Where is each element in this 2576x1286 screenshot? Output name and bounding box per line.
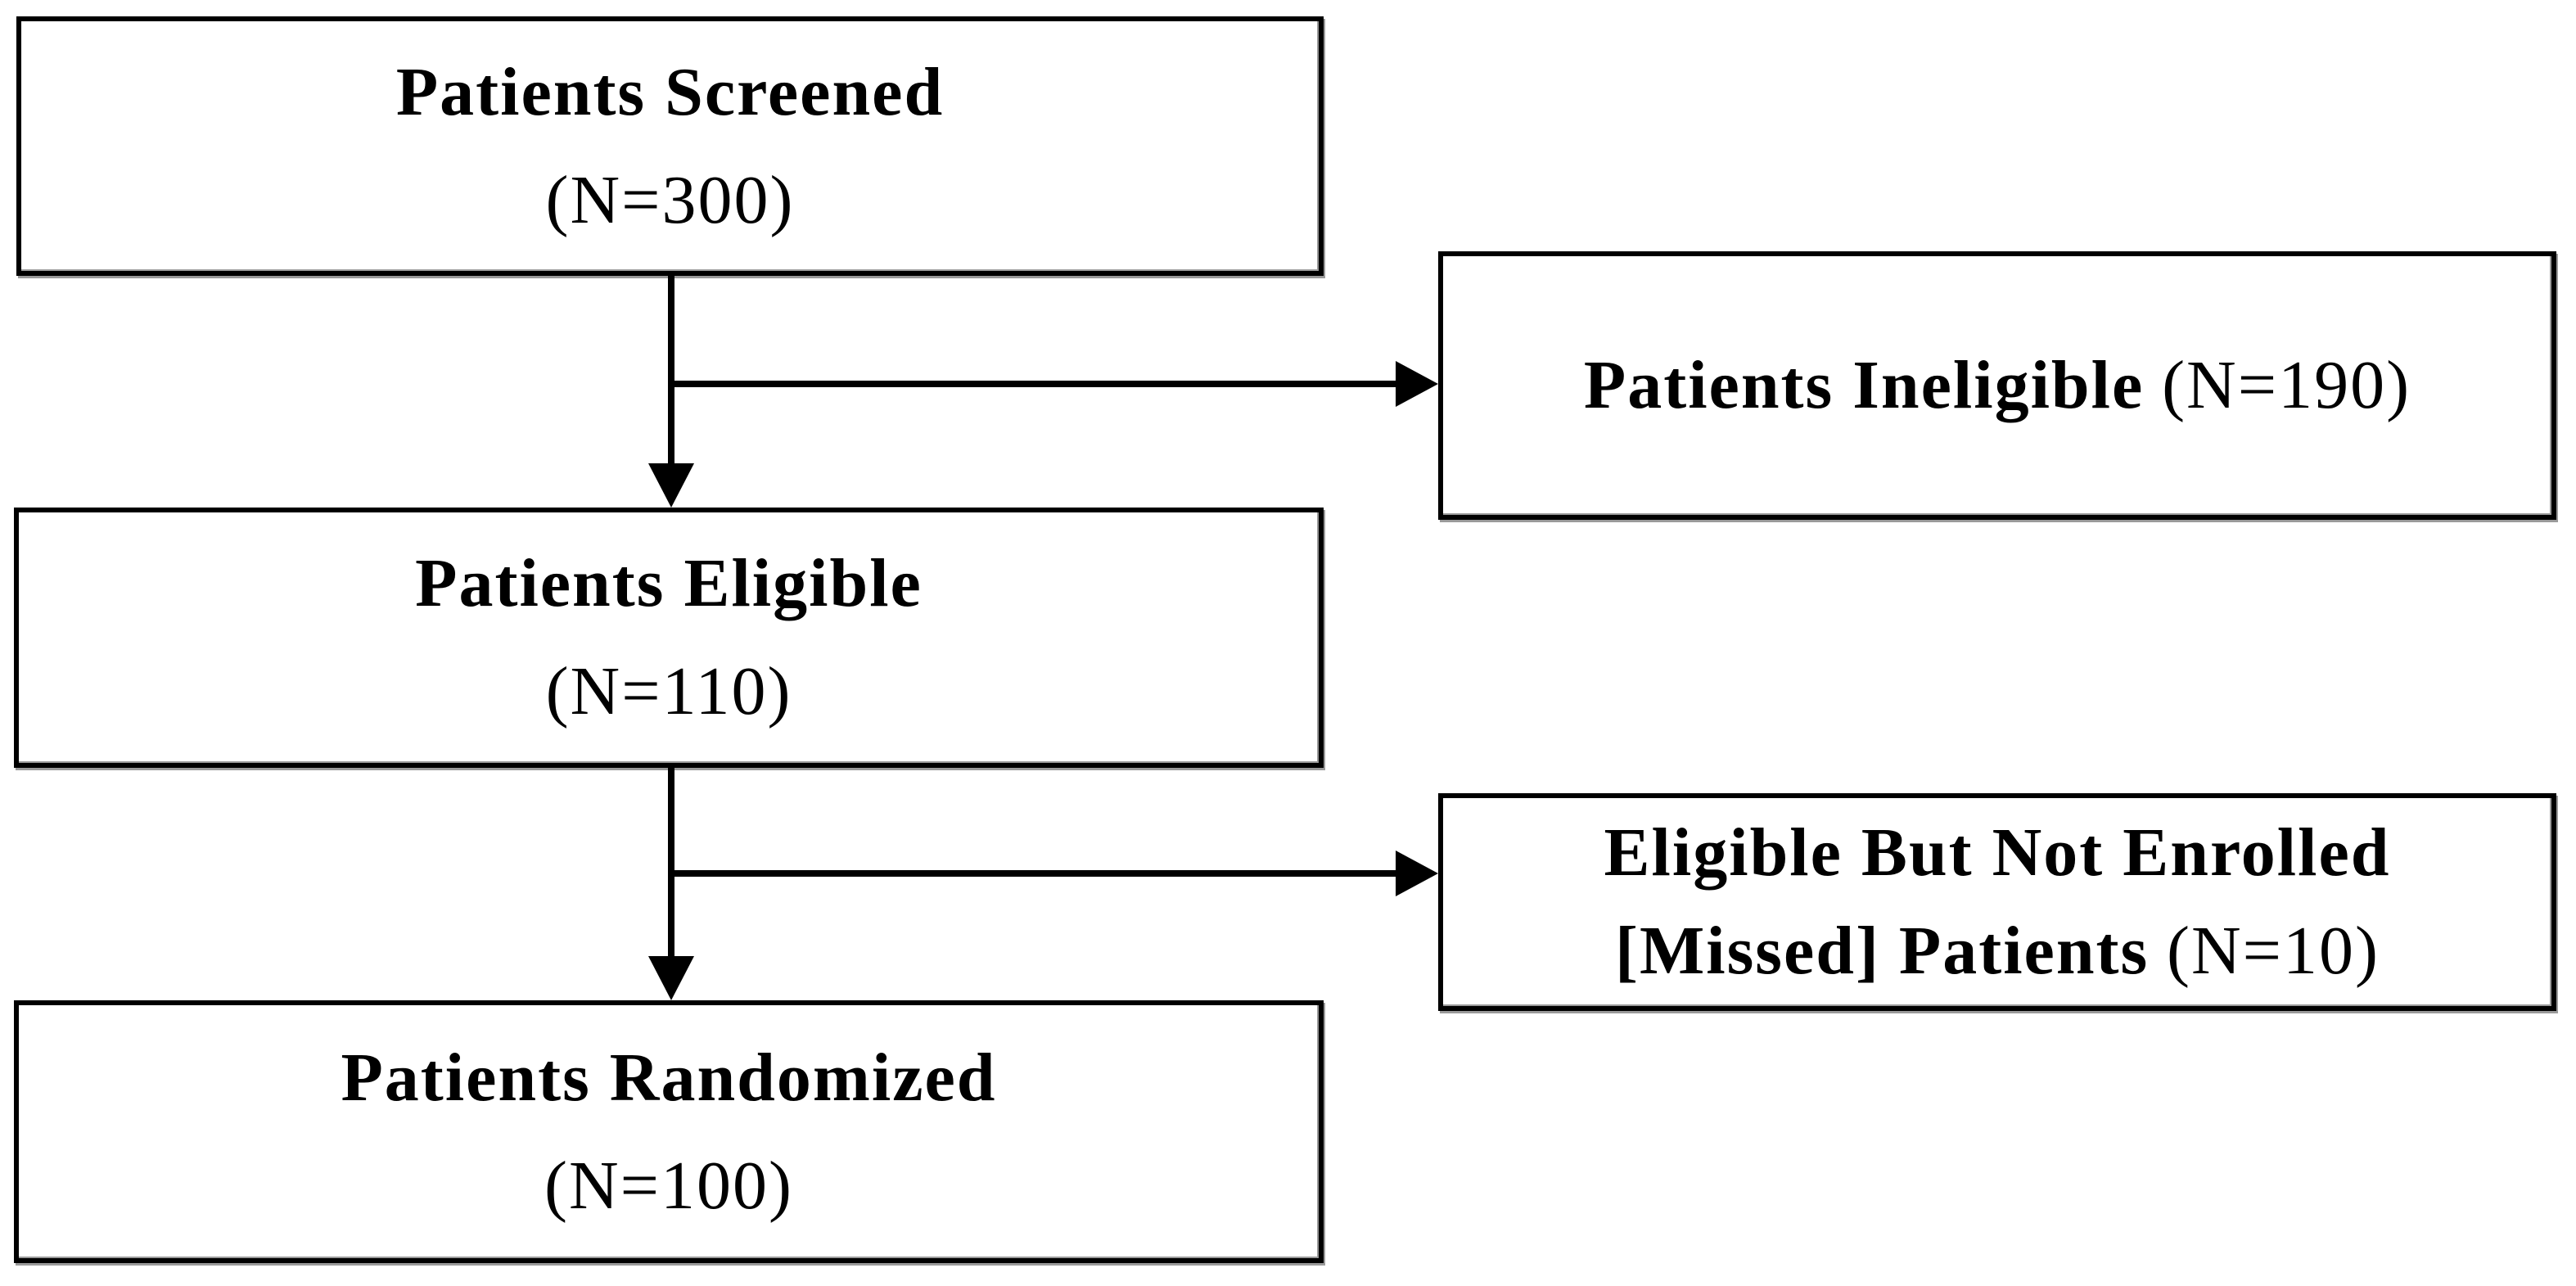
connector-eligible-to-missed-line [671, 870, 1398, 877]
box-title: Patients Screened [395, 53, 945, 130]
box-patients-ineligible: Patients Ineligible(N=190) [1438, 251, 2556, 520]
connector-eligible-to-randomized-line [668, 768, 674, 958]
box-missed-patients: Eligible But Not Enrolled [Missed] Patie… [1438, 793, 2556, 1011]
arrow-down-icon [648, 956, 694, 1000]
arrow-down-icon [648, 463, 694, 508]
box-count: (N=100) [544, 1147, 793, 1224]
box-title: Patients Eligible [415, 545, 923, 621]
arrow-right-icon [1396, 851, 1438, 896]
box-title-line1: Eligible But Not Enrolled [1604, 814, 2391, 891]
box-patients-screened: Patients Screened (N=300) [16, 16, 1324, 276]
box-patients-eligible: Patients Eligible (N=110) [14, 508, 1324, 768]
box-count: (N=190) [2162, 347, 2411, 423]
connector-screened-to-ineligible-line [671, 381, 1398, 387]
connector-screened-to-eligible-line [668, 276, 674, 468]
box-patients-randomized: Patients Randomized (N=100) [14, 1000, 1324, 1263]
box-count: (N=110) [545, 653, 792, 729]
box-title-line2: [Missed] Patients(N=10) [1615, 917, 2380, 986]
arrow-right-icon [1396, 361, 1438, 407]
box-count: (N=300) [545, 161, 795, 238]
box-title-line2-text: [Missed] Patients [1614, 913, 2150, 989]
box-count: (N=10) [2167, 913, 2380, 989]
box-title-row: Patients Ineligible(N=190) [1584, 351, 2411, 420]
box-title: Patients Ineligible [1583, 347, 2145, 423]
box-title: Patients Randomized [341, 1039, 997, 1116]
